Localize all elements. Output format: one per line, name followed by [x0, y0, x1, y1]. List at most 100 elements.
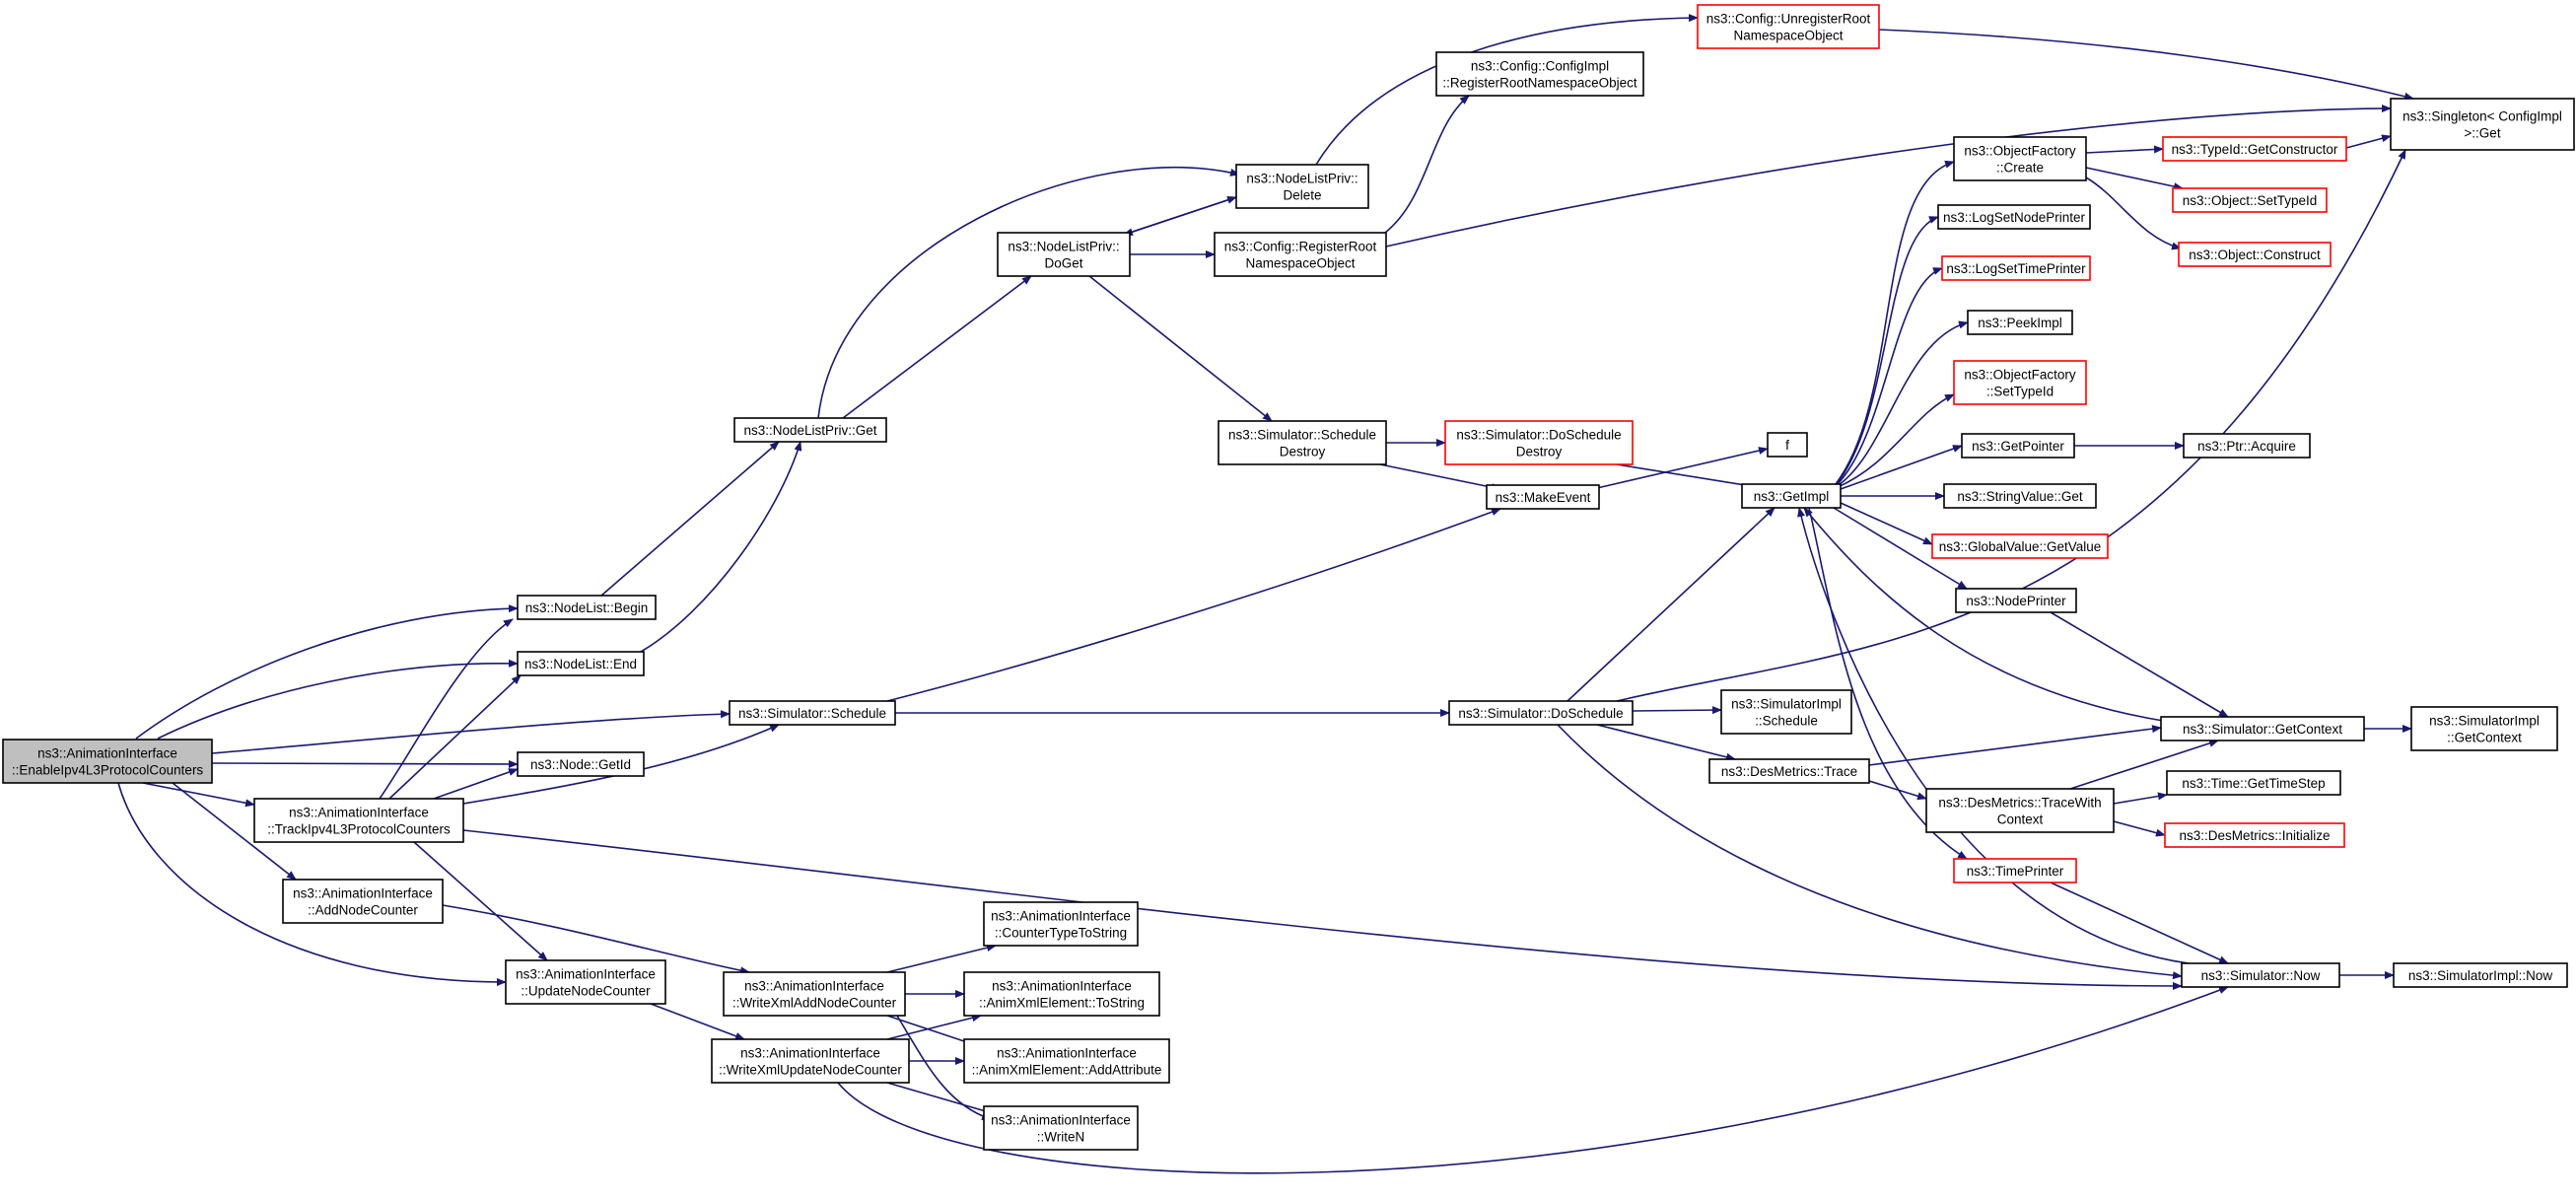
node-getimpl[interactable]: ns3::GetImpl	[1741, 483, 1842, 509]
node-box-getimpl	[1741, 483, 1842, 509]
node-desmetrics_initialize[interactable]: ns3::DesMetrics::Initialize	[2164, 822, 2345, 848]
edge-objectfactory_create-to-object_construct	[2085, 176, 2182, 250]
node-box-nodelist_begin	[517, 595, 657, 620]
node-getpointer[interactable]: ns3::GetPointer	[1961, 433, 2075, 459]
node-f[interactable]: f	[1767, 432, 1808, 458]
node-box-logsetnodeprinter	[1937, 204, 2091, 230]
node-objectfactory_create[interactable]: ns3::ObjectFactory::Create	[1953, 136, 2087, 181]
node-label: ::UpdateNodeCounter	[521, 984, 651, 999]
node-label: ::AnimXmlElement::AddAttribute	[972, 1063, 1162, 1078]
edge-track_ipv4-to-nodelist_begin	[379, 618, 514, 800]
edge-make_event-to-f	[1596, 447, 1769, 489]
node-write_xml_add[interactable]: ns3::AnimationInterface::WriteXmlAddNode…	[723, 971, 906, 1017]
node-nodelistpriv_doget[interactable]: ns3::NodeListPriv::DoGet	[997, 232, 1131, 277]
node-simulator_now[interactable]: ns3::Simulator::Now	[2181, 962, 2340, 988]
node-box-writen	[983, 1105, 1139, 1151]
node-label: ns3::DesMetrics::TraceWith	[1938, 796, 2101, 811]
node-nodeprinter[interactable]: ns3::NodePrinter	[1955, 588, 2077, 613]
node-nodelistpriv_delete[interactable]: ns3::NodeListPriv::Delete	[1235, 164, 1369, 209]
edge-root-to-nodelist_begin	[135, 604, 519, 740]
node-make_event[interactable]: ns3::MakeEvent	[1486, 484, 1600, 510]
node-box-nodelistpriv_get	[733, 417, 887, 443]
node-nodelist_begin[interactable]: ns3::NodeList::Begin	[517, 595, 657, 620]
node-simulator_schedule[interactable]: ns3::Simulator::Schedule	[729, 700, 896, 726]
node-nodelist_end[interactable]: ns3::NodeList::End	[517, 651, 645, 676]
node-track_ipv4[interactable]: ns3::AnimationInterface::TrackIpv4L3Prot…	[253, 798, 464, 843]
node-configimpl_register[interactable]: ns3::Config::ConfigImpl::RegisterRootNam…	[1435, 51, 1644, 97]
node-object_construct[interactable]: ns3::Object::Construct	[2178, 242, 2332, 267]
edge-write_xml_add-to-countertype_tostring	[886, 944, 997, 973]
node-simulatorimpl_getcontext[interactable]: ns3::SimulatorImpl::GetContext	[2410, 706, 2558, 751]
node-box-getpointer	[1961, 433, 2075, 459]
edge-nodeprinter-to-simulator_getcontext	[2050, 611, 2229, 718]
edge-nodelistpriv_doget-to-simulator_schedule_destroy	[1088, 275, 1273, 422]
node-config_register_root[interactable]: ns3::Config::RegisterRootNamespaceObject	[1214, 232, 1387, 277]
edge-objectfactory_create-to-typeid_getconstructor	[2085, 145, 2164, 154]
node-label: ns3::NodeListPriv::	[1008, 240, 1119, 254]
node-config_unregister[interactable]: ns3::Config::UnregisterRootNamespaceObje…	[1697, 4, 1880, 49]
node-label: ns3::Simulator::GetContext	[2183, 722, 2342, 737]
edge-root-to-node_getid	[211, 759, 519, 768]
node-desmetrics_trace[interactable]: ns3::DesMetrics::Trace	[1708, 758, 1870, 784]
node-animxml_addattribute[interactable]: ns3::AnimationInterface::AnimXmlElement:…	[963, 1038, 1170, 1084]
node-box-configimpl_register	[1435, 51, 1644, 97]
node-box-globalvalue_getvalue	[1931, 533, 2109, 559]
node-label: ns3::NodeListPriv::Get	[743, 423, 876, 438]
node-simulator_getcontext[interactable]: ns3::Simulator::GetContext	[2160, 716, 2365, 741]
node-objectfactory_settypeid[interactable]: ns3::ObjectFactory::SetTypeId	[1953, 360, 2087, 405]
node-update_node_counter[interactable]: ns3::AnimationInterface::UpdateNodeCount…	[505, 959, 666, 1005]
node-simulatorimpl_now[interactable]: ns3::SimulatorImpl::Now	[2393, 962, 2568, 988]
node-write_xml_update[interactable]: ns3::AnimationInterface::WriteXmlUpdateN…	[711, 1038, 910, 1084]
node-box-config_unregister	[1697, 4, 1880, 49]
edge-root-to-simulator_schedule	[211, 710, 731, 754]
node-time_gettimestep[interactable]: ns3::Time::GetTimeStep	[2166, 770, 2341, 796]
node-label: ns3::Simulator::Now	[2201, 968, 2321, 983]
edge-root-to-nodelist_end	[157, 659, 519, 740]
node-box-add_node_counter	[282, 879, 444, 924]
node-label: ns3::SimulatorImpl	[1731, 697, 1842, 712]
node-peekimpl[interactable]: ns3::PeekImpl	[1967, 310, 2073, 335]
node-simulator_doschedule[interactable]: ns3::Simulator::DoSchedule	[1448, 700, 1634, 726]
node-label: >::Get	[2464, 126, 2500, 141]
edge-getimpl-to-peekimpl	[1835, 320, 1969, 488]
node-label: ns3::AnimationInterface	[991, 909, 1131, 924]
node-logsetnodeprinter[interactable]: ns3::LogSetNodePrinter	[1937, 204, 2091, 230]
node-label: ns3::AnimationInterface	[991, 1113, 1131, 1128]
node-simulatorimpl_schedule[interactable]: ns3::SimulatorImpl::Schedule	[1720, 689, 1852, 735]
node-root[interactable]: ns3::AnimationInterface::EnableIpv4L3Pro…	[2, 739, 213, 784]
node-label: ns3::Node::GetId	[530, 757, 631, 772]
node-timeprinter[interactable]: ns3::TimePrinter	[1953, 858, 2077, 883]
node-nodelistpriv_get[interactable]: ns3::NodeListPriv::Get	[733, 417, 887, 443]
node-add_node_counter[interactable]: ns3::AnimationInterface::AddNodeCounter	[282, 879, 444, 924]
node-label: ::CounterTypeToString	[995, 926, 1127, 941]
node-label: ns3::AnimationInterface	[740, 1046, 880, 1061]
node-animxml_tostring[interactable]: ns3::AnimationInterface::AnimXmlElement:…	[963, 971, 1160, 1017]
node-label: ::AddNodeCounter	[308, 903, 418, 918]
node-ptr_acquire[interactable]: ns3::Ptr::Acquire	[2183, 433, 2311, 459]
node-typeid_getconstructor[interactable]: ns3::TypeId::GetConstructor	[2162, 136, 2347, 162]
node-globalvalue_getvalue[interactable]: ns3::GlobalValue::GetValue	[1931, 533, 2109, 559]
node-box-simulator_schedule_destroy	[1218, 420, 1387, 465]
node-logsettimeprinter[interactable]: ns3::LogSetTimePrinter	[1941, 255, 2091, 281]
node-countertype_tostring[interactable]: ns3::AnimationInterface::CounterTypeToSt…	[983, 901, 1139, 947]
node-box-simulator_schedule	[729, 700, 896, 726]
node-box-root	[2, 739, 213, 784]
node-box-object_construct	[2178, 242, 2332, 267]
node-stringvalue_get[interactable]: ns3::StringValue::Get	[1943, 483, 2097, 509]
edge-getimpl-to-logsetnodeprinter	[1835, 216, 1939, 486]
node-singleton_get[interactable]: ns3::Singleton< ConfigImpl >::Get	[2390, 98, 2575, 151]
node-node_getid[interactable]: ns3::Node::GetId	[517, 751, 645, 777]
node-label: ns3::Singleton< ConfigImpl	[2402, 109, 2562, 124]
node-label: ns3::AnimationInterface	[992, 979, 1132, 994]
edge-track_ipv4-to-update_node_counter	[413, 841, 548, 961]
node-box-make_event	[1486, 484, 1600, 510]
edge-add_node_counter-to-write_xml_add	[442, 904, 750, 975]
edge-getimpl-to-objectfactory_settypeid	[1835, 393, 1955, 489]
node-writen[interactable]: ns3::AnimationInterface::WriteN	[983, 1105, 1139, 1151]
node-object_settypeid[interactable]: ns3::Object::SetTypeId	[2172, 187, 2328, 213]
node-box-time_gettimestep	[2166, 770, 2341, 796]
node-box-simulator_doschedule	[1448, 700, 1634, 726]
